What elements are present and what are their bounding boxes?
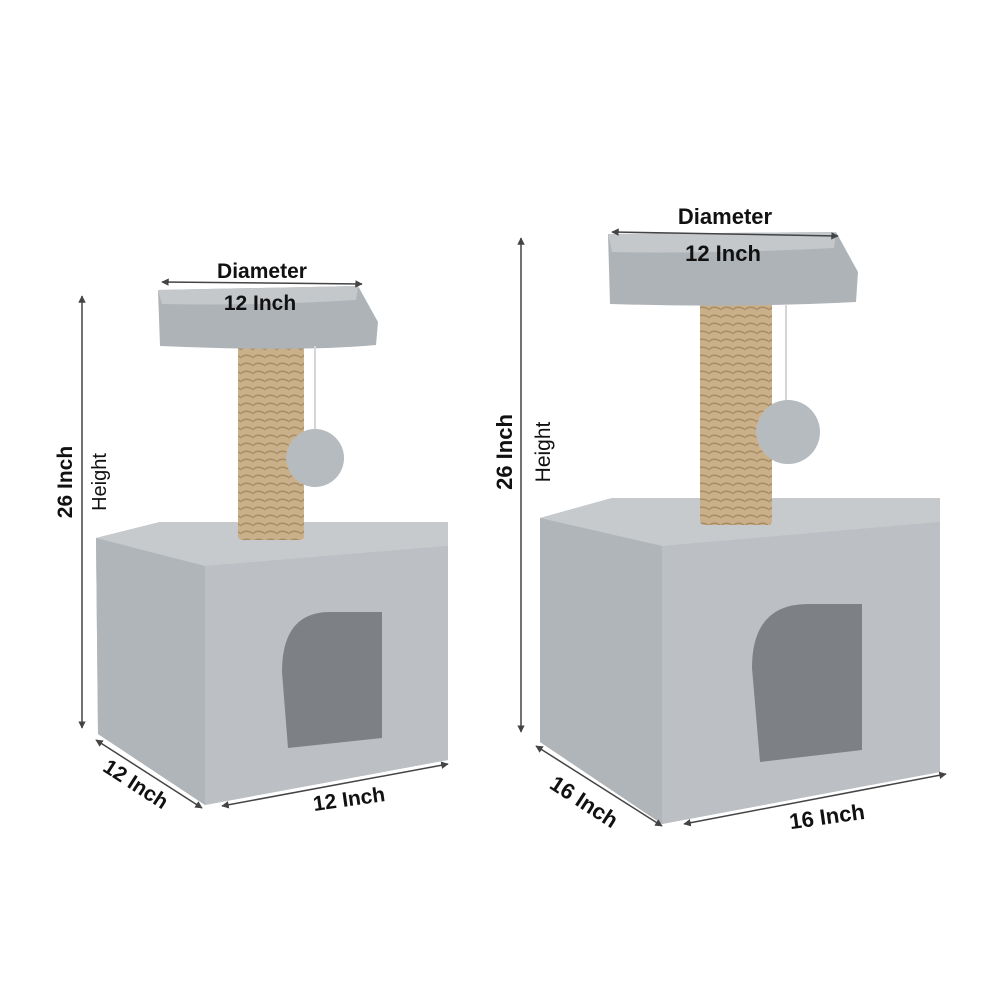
small-condo-box [96,522,448,805]
small-depth-line [95,739,203,809]
small-height-label: Height [89,453,111,511]
small-sisal-post [238,345,304,540]
small-diameter-line [161,278,363,288]
large-diameter-value: 12 Inch [685,241,761,266]
small-height-value: 26 Inch [54,446,77,518]
large-condo-box [540,498,940,824]
large-pom-pom-toy [756,400,820,464]
large-depth-line [535,745,663,827]
large-width-line [683,771,947,827]
small-width-value: 12 Inch [312,783,387,816]
large-height-value: 26 Inch [492,414,517,490]
large-condo-opening [752,604,862,762]
small-condo-opening [282,612,382,748]
large-cat-tree [540,232,940,824]
large-height-label: Height [532,421,555,482]
large-diameter-line [611,228,839,240]
small-pom-pom-toy [286,429,344,487]
large-sisal-post [700,300,772,525]
small-cat-tree [96,286,448,805]
small-top-platform [158,286,378,349]
small-width-line [221,761,449,809]
small-diameter-value: 12 Inch [224,292,296,315]
large-width-value: 16 Inch [788,799,867,834]
small-diameter-label: Diameter [217,260,307,283]
large-diameter-label: Diameter [678,204,773,229]
